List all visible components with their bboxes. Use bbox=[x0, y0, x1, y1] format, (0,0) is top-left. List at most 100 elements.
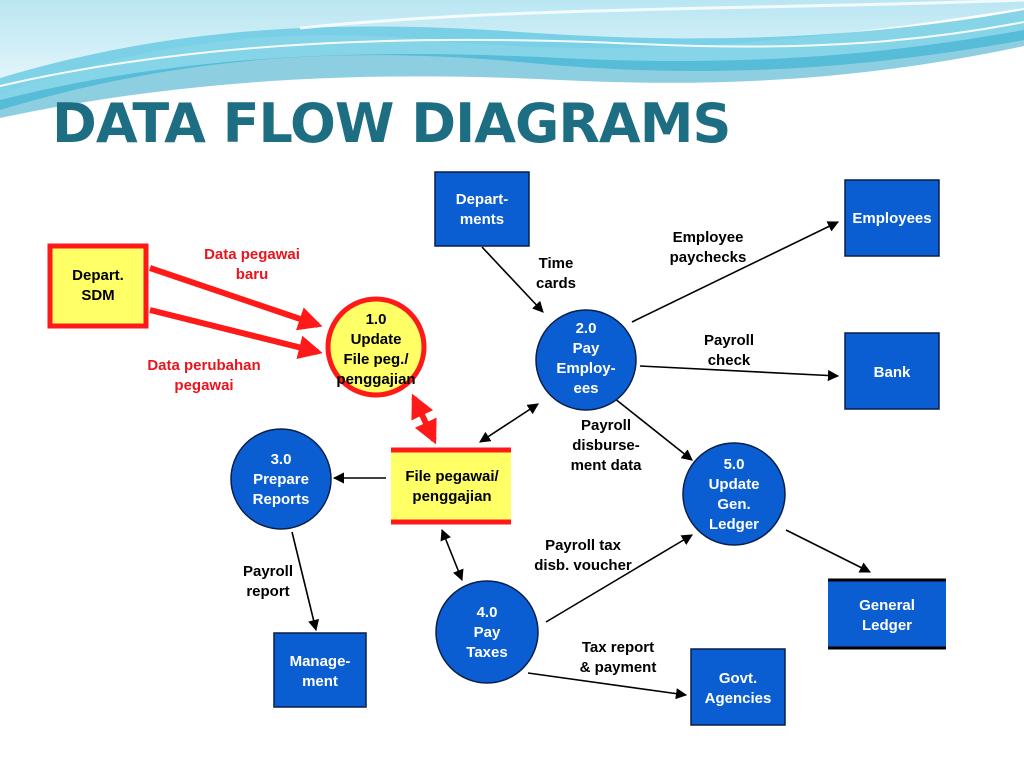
flow-arrow-tax-report bbox=[527, 672, 688, 700]
label-govt-agencies: Govt. Agencies bbox=[705, 670, 772, 707]
label-line: check bbox=[708, 352, 751, 369]
entity-bank bbox=[844, 332, 940, 410]
label-line: 5.0 bbox=[724, 456, 745, 473]
label-line: Ledger bbox=[862, 617, 912, 634]
flow-label-payroll-report: Payroll report bbox=[243, 563, 293, 600]
label-line: 2.0 bbox=[576, 320, 597, 337]
label-line: paychecks bbox=[670, 249, 747, 266]
label-line: Taxes bbox=[466, 644, 507, 661]
process-1-update-file bbox=[325, 296, 427, 398]
label-line: Agencies bbox=[705, 690, 772, 707]
flow-label-payroll-tax-voucher: Payroll tax disb. voucher bbox=[534, 537, 632, 574]
label-line: Depart. bbox=[72, 267, 124, 284]
label-bank: Bank bbox=[874, 364, 911, 381]
label-line: Manage- bbox=[290, 653, 351, 670]
label-file-store: File pegawai/penggajian bbox=[405, 468, 499, 505]
label-line: Data perubahan bbox=[147, 357, 260, 374]
wave-header bbox=[0, 0, 1024, 120]
label-line: & payment bbox=[580, 659, 657, 676]
label-line: SDM bbox=[81, 287, 114, 304]
label-line: Employee bbox=[673, 229, 744, 246]
entity-govt-agencies bbox=[690, 648, 786, 726]
process-5-update-ledger bbox=[682, 442, 786, 546]
label-line: penggajian bbox=[412, 488, 491, 505]
label-line: 3.0 bbox=[271, 451, 292, 468]
label-line: Depart- bbox=[456, 191, 509, 208]
entity-departments bbox=[434, 171, 530, 247]
flow-arrow-payroll-tax-voucher bbox=[545, 534, 693, 623]
label-line: baru bbox=[236, 266, 269, 283]
process-4-pay-taxes bbox=[435, 580, 539, 684]
label-line: ment data bbox=[571, 457, 643, 474]
label-management: Manage-ment bbox=[290, 653, 351, 690]
flow-arrow-p1-file-store bbox=[411, 393, 437, 445]
label-line: Bank bbox=[874, 364, 911, 381]
entity-depart-sdm bbox=[47, 243, 149, 329]
label-line: ment bbox=[302, 673, 338, 690]
label-line: Govt. bbox=[719, 670, 757, 687]
entity-employees bbox=[844, 179, 940, 257]
flow-arrow-payroll-check bbox=[639, 365, 840, 382]
label-line: Prepare bbox=[253, 471, 309, 488]
label-line: General bbox=[859, 597, 915, 614]
flow-label-time-cards: Time cards bbox=[536, 255, 576, 292]
label-line: ees bbox=[573, 380, 598, 397]
flow-arrow-payroll-report bbox=[291, 531, 320, 632]
label-line: Payroll bbox=[581, 417, 631, 434]
label-line: Gen. bbox=[717, 496, 750, 513]
store-general-ledger bbox=[828, 578, 946, 650]
process-2-pay-employees bbox=[535, 309, 637, 411]
process-3-prepare-reports bbox=[230, 428, 332, 530]
flow-arrow-data-perubahan bbox=[149, 307, 323, 359]
label-line: Data pegawai bbox=[204, 246, 300, 263]
label-line: Employ- bbox=[556, 360, 615, 377]
flow-label-data-pegawai-baru: Data pegawai baru bbox=[204, 246, 300, 283]
label-line: Update bbox=[351, 331, 402, 348]
flow-label-payroll-check: Payroll check bbox=[704, 332, 754, 369]
label-line: Payroll tax bbox=[545, 537, 622, 554]
slide-title: DATA FLOW DIAGRAMS bbox=[52, 92, 731, 155]
label-line: Employees bbox=[852, 210, 931, 227]
label-line: 1.0 bbox=[366, 311, 387, 328]
flow-arrow-data-pegawai-baru bbox=[149, 265, 323, 331]
label-line: penggajian bbox=[336, 371, 415, 388]
flow-arrow-time-cards bbox=[481, 246, 544, 313]
label-line: pegawai bbox=[174, 377, 233, 394]
label-line: File pegawai/ bbox=[405, 468, 499, 485]
flow-arrow-employee-paychecks bbox=[631, 221, 840, 323]
label-departments: Depart-ments bbox=[456, 191, 509, 228]
label-line: Payroll bbox=[704, 332, 754, 349]
label-line: cards bbox=[536, 275, 576, 292]
label-line: report bbox=[246, 583, 289, 600]
label-employees: Employees bbox=[852, 210, 931, 227]
flow-arrow-p2-p5 bbox=[613, 397, 693, 461]
label-line: Pay bbox=[474, 624, 501, 641]
flow-arrow-p2-file-store bbox=[479, 403, 539, 443]
label-line: 4.0 bbox=[477, 604, 498, 621]
label-line: Payroll bbox=[243, 563, 293, 580]
label-line: Pay bbox=[573, 340, 600, 357]
label-line: Reports bbox=[253, 491, 310, 508]
flow-arrow-p5-general-ledger bbox=[785, 529, 872, 573]
flow-label-employee-paychecks: Employee paychecks bbox=[670, 229, 747, 266]
label-line: Update bbox=[709, 476, 760, 493]
flow-label-payroll-disbursement: Payroll disburse-ment data bbox=[571, 417, 643, 474]
store-file-pegawai bbox=[391, 447, 511, 525]
label-line: File peg./ bbox=[343, 351, 409, 368]
label-line: Time bbox=[539, 255, 574, 272]
flow-label-tax-report: Tax report & payment bbox=[580, 639, 657, 676]
label-line: Ledger bbox=[709, 516, 759, 533]
label-line: Tax report bbox=[582, 639, 654, 656]
flow-label-data-perubahan: Data perubahan pegawai bbox=[147, 357, 260, 394]
label-line: disb. voucher bbox=[534, 557, 632, 574]
label-line: disburse- bbox=[572, 437, 640, 454]
flow-arrow-file-store-p4 bbox=[440, 528, 464, 582]
